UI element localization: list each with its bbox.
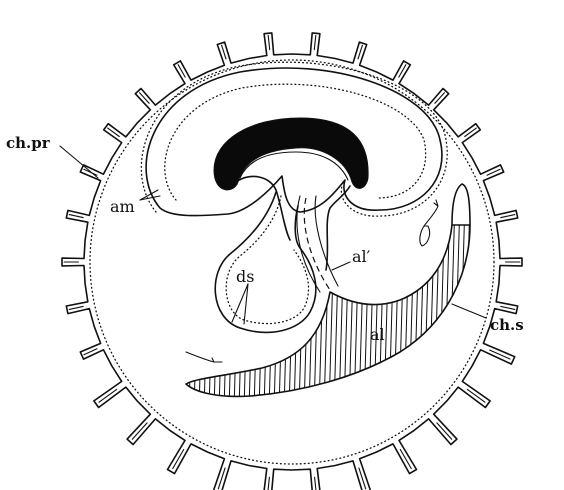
allantois-duct-outline	[297, 196, 338, 292]
hatch-stroke	[474, 200, 480, 410]
hatch-stroke	[309, 200, 315, 410]
label-ch-s: ch.s	[490, 316, 524, 334]
hatch-stroke	[384, 200, 390, 410]
hatch-stroke	[314, 200, 320, 410]
villus-branch	[501, 306, 515, 309]
hatch-stroke	[214, 200, 220, 410]
hatch-stroke	[419, 200, 425, 410]
villus-branch	[501, 215, 515, 218]
hatch-stroke	[439, 200, 445, 410]
hatch-stroke	[289, 200, 295, 410]
hatch-stroke	[174, 200, 180, 410]
villus-branch	[268, 35, 270, 49]
hatch-stroke	[319, 200, 325, 410]
embryonic-disc	[214, 118, 368, 190]
villus-branch	[435, 93, 445, 104]
hatch-stroke	[329, 200, 335, 410]
stalk-upper	[452, 184, 470, 225]
hatch-stroke	[344, 200, 350, 410]
small-figure-lower	[186, 352, 222, 362]
label-al: al	[370, 325, 385, 344]
hatch-stroke	[414, 200, 420, 410]
hatch-stroke	[349, 200, 355, 410]
hatch-stroke	[354, 200, 360, 410]
label-ch-pr: ch.pr	[6, 134, 51, 152]
hatch-stroke	[269, 200, 275, 410]
villus-branch	[314, 35, 316, 49]
villus-branch	[490, 350, 510, 359]
villus-branch	[69, 306, 83, 309]
hatch-stroke	[394, 200, 400, 410]
villus-branch	[140, 93, 150, 104]
hatch-stroke	[409, 200, 415, 410]
label-al-prime: al′	[352, 247, 371, 266]
hatch-stroke	[434, 200, 440, 410]
hatch-stroke	[389, 200, 395, 410]
hatch-stroke	[179, 200, 185, 410]
hatch-stroke	[194, 200, 200, 410]
allantois-duct	[304, 198, 330, 290]
villus-branch	[267, 477, 269, 490]
hatch-stroke	[444, 200, 450, 410]
hatch-stroke	[209, 200, 215, 410]
hatch-stroke	[299, 200, 305, 410]
hatch-stroke	[229, 200, 235, 410]
amnion-neck	[236, 176, 350, 270]
hatch-stroke	[244, 200, 250, 410]
hatch-stroke	[359, 200, 365, 410]
hatch-stroke	[254, 200, 260, 410]
small-figure-upper	[420, 200, 438, 246]
hatch-stroke	[219, 200, 225, 410]
villus-branch	[465, 128, 477, 136]
villus-branch	[108, 128, 120, 136]
hatch-stroke	[184, 200, 190, 410]
hatch-stroke	[239, 200, 245, 410]
hatch-stroke	[279, 200, 285, 410]
hatch-stroke	[404, 200, 410, 410]
label-ds: ds	[236, 267, 254, 286]
hatch-stroke	[399, 200, 405, 410]
villus-branch	[69, 215, 83, 218]
villus-branch	[315, 477, 317, 490]
hatch-stroke	[224, 200, 230, 410]
hatch-stroke	[274, 200, 280, 410]
hatch-stroke	[189, 200, 195, 410]
label-am: am	[110, 197, 135, 216]
hatch-stroke	[264, 200, 270, 410]
